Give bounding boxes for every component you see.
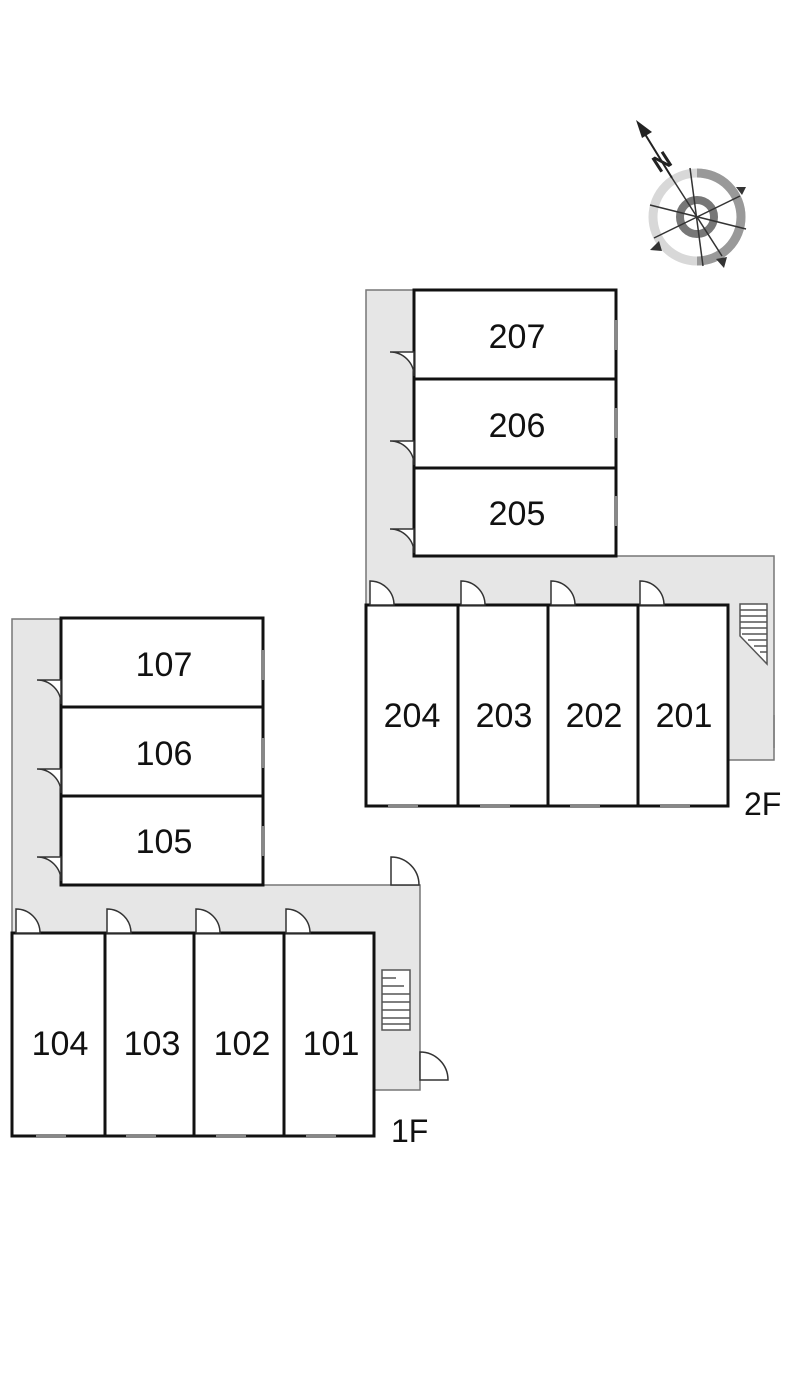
floor-1f: 107 106 105 104 103 102 101 1F [10,616,449,1149]
room-103 [103,931,196,1138]
room-label-104: 104 [32,1025,89,1063]
room-label-205: 205 [489,495,546,533]
room-105 [59,794,265,887]
room-label-106: 106 [136,735,193,773]
room-204 [364,603,460,808]
compass-rose-icon: N [636,120,747,268]
north-arrow-icon [636,120,652,138]
room-206 [412,377,618,470]
room-201 [636,603,730,808]
stairs-1f [381,969,411,1031]
stairs-2f [739,603,768,666]
room-label-203: 203 [476,697,533,735]
room-label-105: 105 [136,823,193,861]
windows-1f [36,650,336,1137]
doors-2f [369,351,665,606]
room-label-204: 204 [384,697,441,735]
room-101 [282,931,376,1138]
room-102 [192,931,286,1138]
windows-2f [388,320,775,807]
room-label-206: 206 [489,407,546,445]
floor-label-2f: 2F [744,786,781,822]
room-label-107: 107 [136,646,193,684]
doors-1f [15,679,449,1081]
room-205 [412,466,618,558]
floor-label-1f: 1F [391,1113,428,1149]
room-label-101: 101 [303,1025,360,1063]
room-label-201: 201 [656,697,713,735]
floor-2f: 207 206 205 204 203 202 201 2F [364,288,781,822]
room-label-207: 207 [489,318,546,356]
room-label-102: 102 [214,1025,271,1063]
compass-north-label: N [648,146,677,178]
room-label-103: 103 [124,1025,181,1063]
room-label-202: 202 [566,697,623,735]
room-207 [412,288,618,381]
